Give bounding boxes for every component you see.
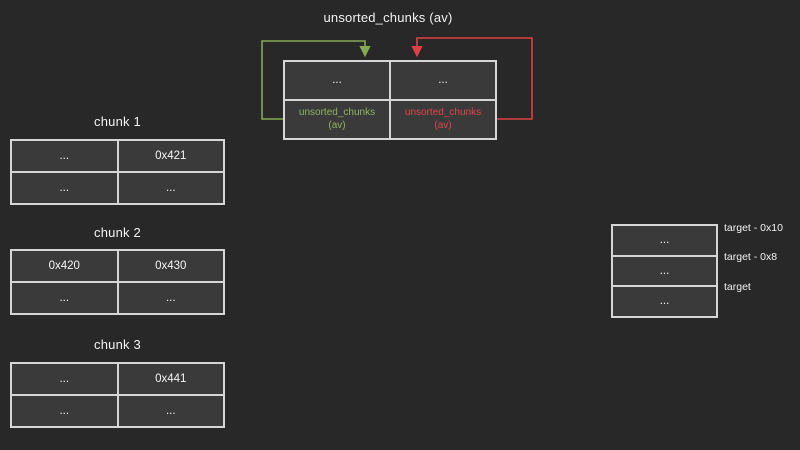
- cell-value: 0x421: [155, 149, 187, 162]
- chunk1-size-cell: 0x421: [118, 141, 223, 171]
- cell-value: (av): [434, 119, 452, 131]
- target-minus-0x8-label: target - 0x8: [724, 251, 778, 263]
- chunk2-bk-cell: ...: [118, 283, 223, 313]
- unsorted-bin-fd-cell: ...: [285, 62, 389, 99]
- cell-value: unsorted_chunks: [404, 107, 482, 118]
- cell-value: ...: [59, 291, 70, 304]
- target-label: target: [724, 281, 751, 293]
- cell-value: ...: [165, 291, 176, 304]
- chunk3-title: chunk 3: [94, 337, 141, 352]
- cell-value: ...: [332, 74, 342, 87]
- chunk1-table: ... 0x421 ... ...: [10, 139, 225, 205]
- chunk3-bk-cell: ...: [118, 396, 223, 426]
- cell-value: ...: [59, 372, 70, 385]
- cell-value: ...: [659, 234, 670, 247]
- chunk2-table: 0x420 0x430 ... ...: [10, 249, 225, 315]
- chunk2-prevsize-cell: 0x420: [12, 251, 117, 281]
- cell-value: ...: [59, 181, 70, 194]
- target-table: ... ... ...: [611, 224, 718, 318]
- chunk3-prevsize-cell: ...: [12, 364, 117, 394]
- cell-value: 0x420: [48, 259, 80, 272]
- chunk1-bk-cell: ...: [118, 173, 223, 203]
- chunk1-fd-cell: ...: [12, 173, 117, 203]
- cell-value: ...: [59, 149, 70, 162]
- chunk1-title: chunk 1: [94, 114, 141, 129]
- chunk2-title: chunk 2: [94, 225, 141, 240]
- chunk2-fd-cell: ...: [12, 283, 117, 313]
- cell-value: ...: [438, 74, 448, 87]
- cell-value: unsorted_chunks: [298, 107, 376, 118]
- cell-value: ...: [165, 404, 176, 417]
- cell-value: ...: [59, 404, 70, 417]
- unsorted-bin-bk-cell: ...: [391, 62, 495, 99]
- unsorted-bin-bk-label-cell: unsorted_chunks (av): [391, 101, 495, 138]
- target-minus-0x8-cell: ...: [613, 256, 716, 286]
- unsorted-bin-table: ... ... unsorted_chunks (av) unsorted_ch…: [283, 60, 497, 140]
- target-cell: ...: [613, 287, 716, 316]
- chunk1-prevsize-cell: ...: [12, 141, 117, 171]
- target-minus-0x10-cell: ...: [613, 226, 716, 255]
- chunk3-table: ... 0x441 ... ...: [10, 362, 225, 428]
- target-minus-0x10-label: target - 0x10: [724, 222, 783, 234]
- chunk3-fd-cell: ...: [12, 396, 117, 426]
- cell-value: ...: [659, 264, 670, 277]
- cell-value: ...: [659, 295, 670, 308]
- cell-value: (av): [328, 119, 346, 131]
- cell-value: 0x441: [155, 372, 187, 385]
- chunk2-size-cell: 0x430: [118, 251, 223, 281]
- unsorted-bin-title: unsorted_chunks (av): [323, 10, 453, 25]
- cell-value: ...: [165, 181, 176, 194]
- chunk3-size-cell: 0x441: [118, 364, 223, 394]
- cell-value: 0x430: [155, 259, 187, 272]
- unsorted-bin-fd-label-cell: unsorted_chunks (av): [285, 101, 389, 138]
